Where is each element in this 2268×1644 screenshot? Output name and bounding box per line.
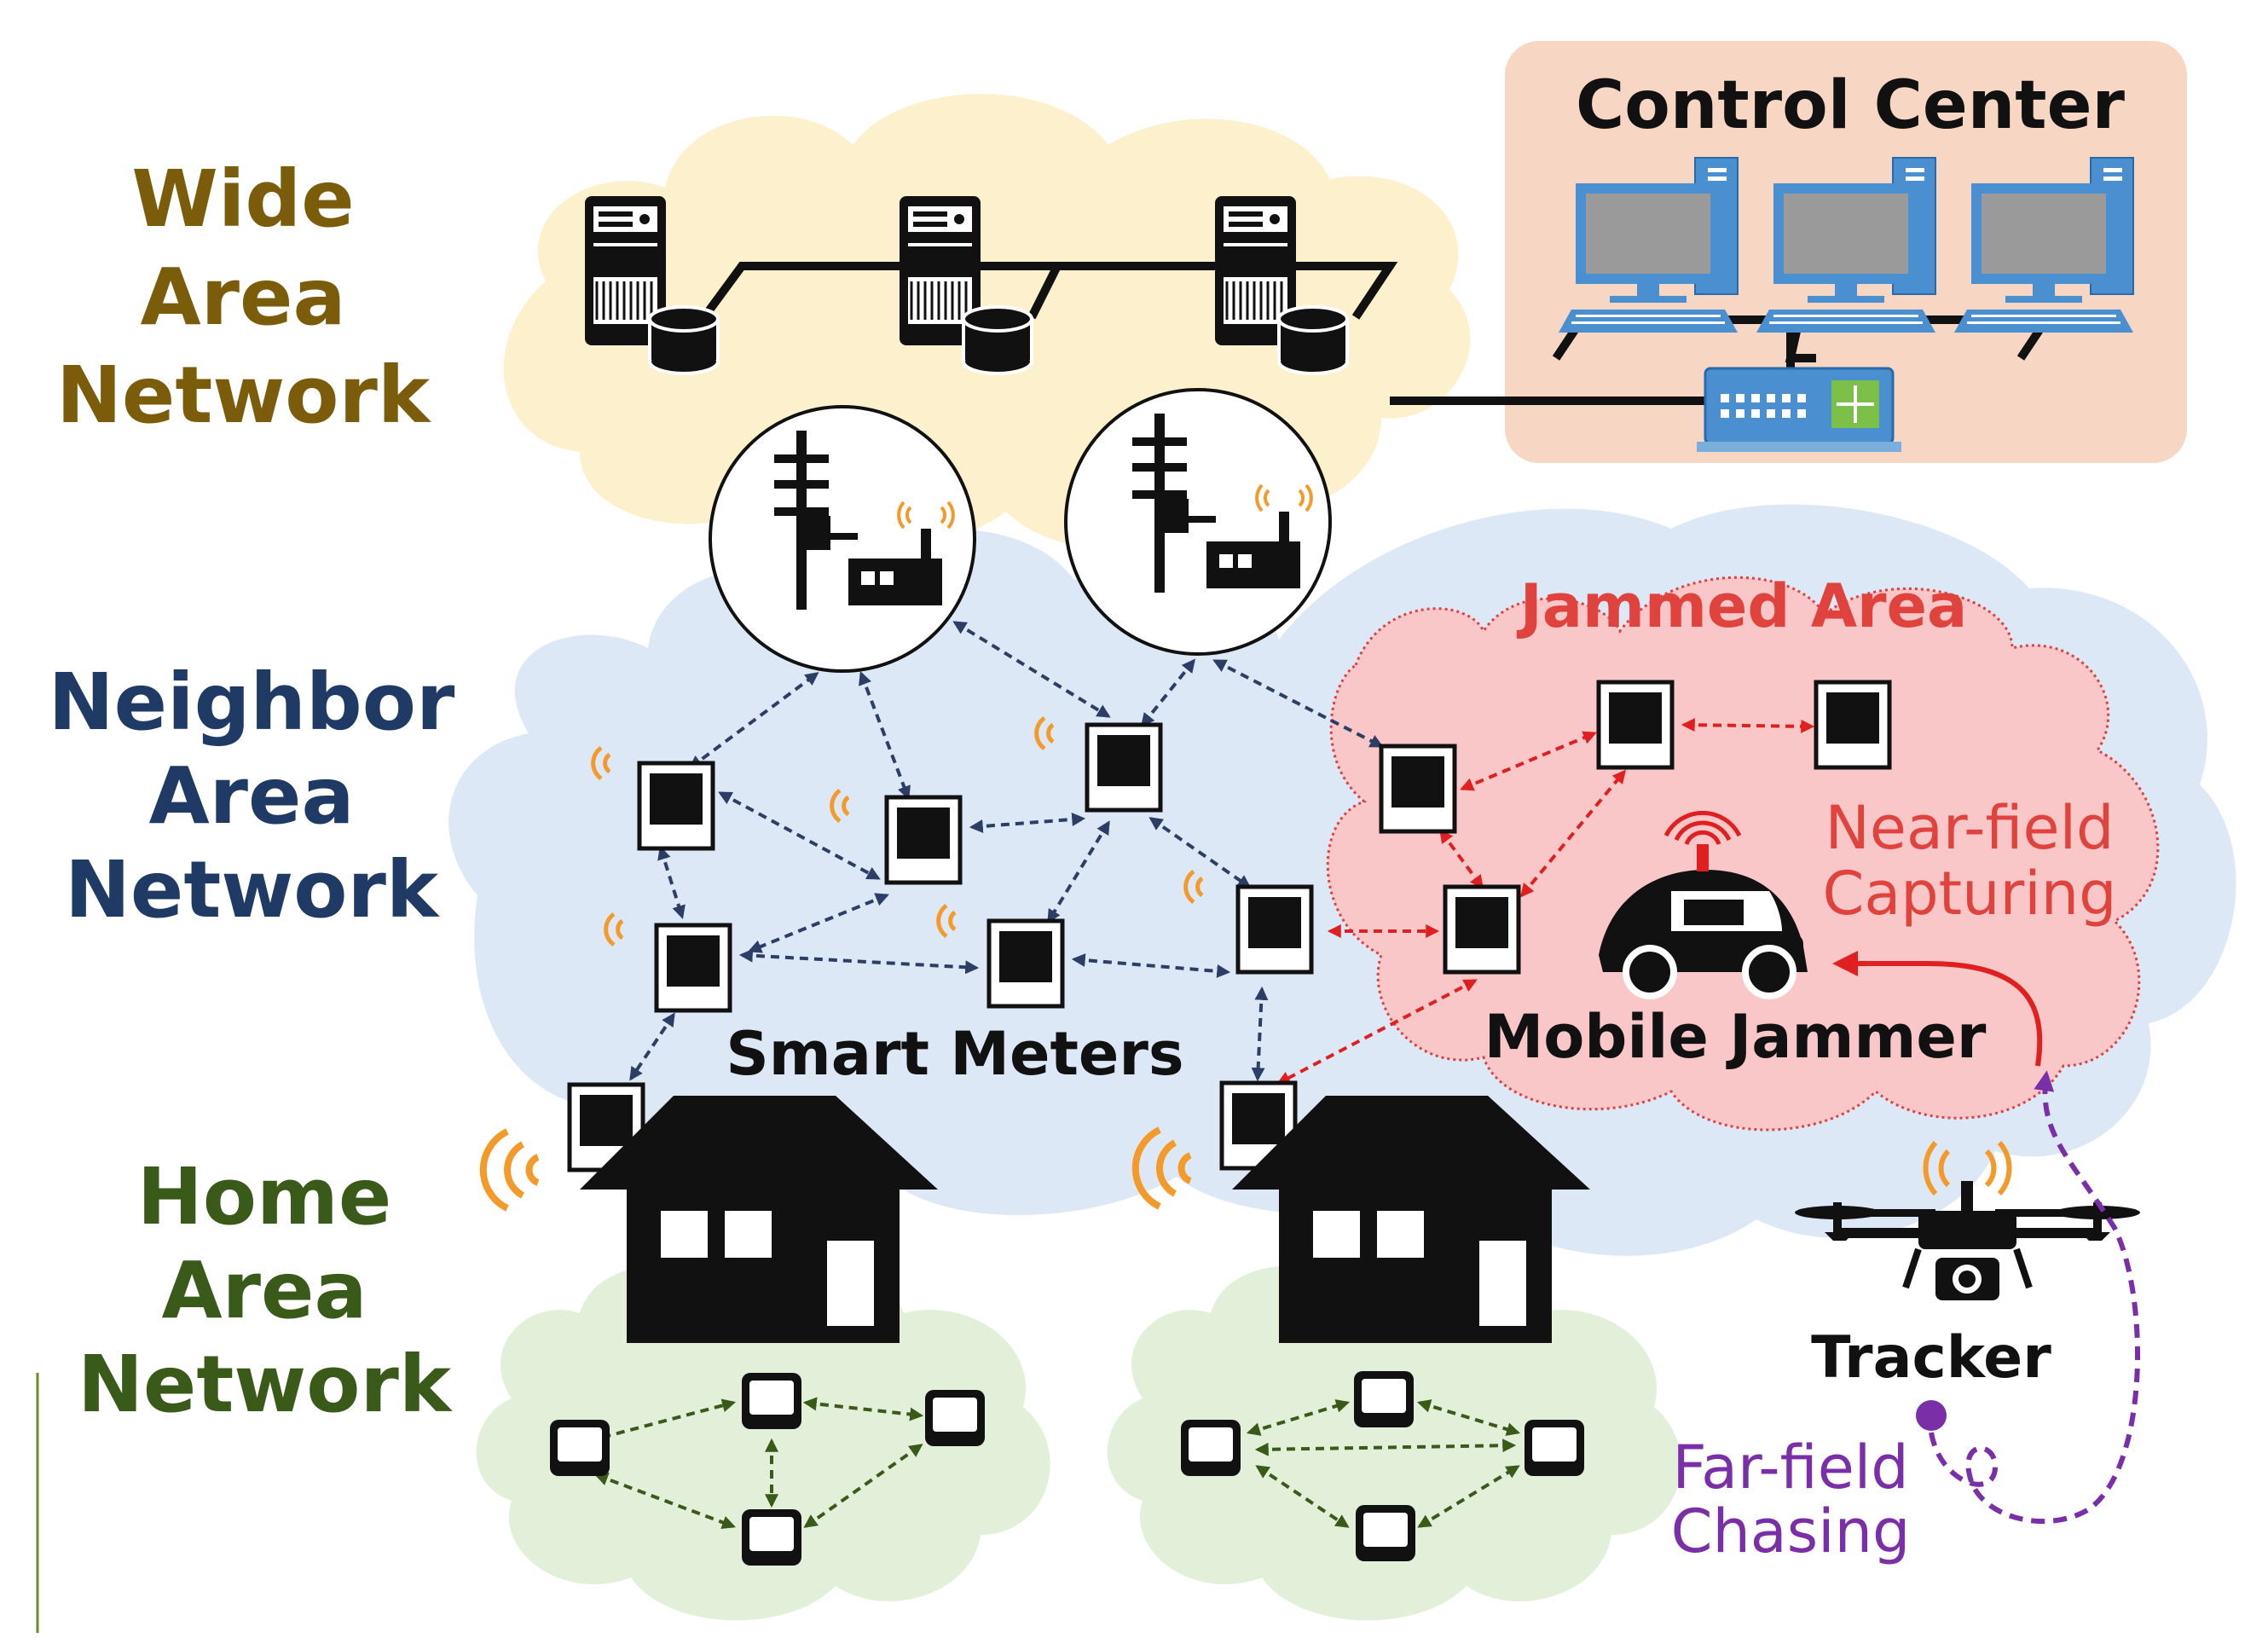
nan-label-line: Area	[148, 750, 354, 842]
han-label-line: Area	[161, 1245, 367, 1336]
tracker-label: Tracker	[1811, 1324, 2051, 1392]
database-icon	[1277, 305, 1349, 375]
wan-backbone	[695, 262, 2055, 405]
home-device-icon	[1354, 1371, 1414, 1427]
wan-label-line: Wide	[131, 153, 354, 245]
han-label-line: Home	[137, 1151, 391, 1242]
far-field-label-line: Chasing	[1671, 1496, 1911, 1566]
home-device-icon	[1181, 1420, 1241, 1476]
smart-meter-icon	[1238, 887, 1311, 972]
smart-meter-icon	[657, 925, 730, 1010]
smart-meters-label: Smart Meters	[726, 1019, 1183, 1089]
smart-meter-icon	[1087, 725, 1160, 810]
near-field-label-line: Near-field	[1825, 793, 2115, 863]
car-icon	[1599, 810, 1808, 999]
home-device-icon	[1356, 1505, 1415, 1561]
home-device-icon	[925, 1390, 985, 1446]
smart-meter-icon	[1816, 682, 1889, 767]
control-center-title: Control Center	[1576, 67, 2125, 144]
han-links	[585, 1397, 1521, 1529]
nan-label-line: Neighbor	[49, 657, 455, 748]
home-device-icon	[742, 1509, 801, 1566]
jammed-area-label: Jammed Area	[1517, 571, 1968, 641]
wan-label-line: Area	[140, 252, 345, 343]
far-field-label-line: Far-field	[1672, 1433, 1908, 1502]
database-icon	[962, 305, 1033, 375]
pole-node-left	[709, 405, 976, 673]
mobile-jammer-label: Mobile Jammer	[1484, 1002, 1987, 1072]
network-switch-icon	[1697, 367, 1901, 452]
smart-meter-icon	[989, 921, 1062, 1006]
home-device-icon	[1525, 1420, 1584, 1476]
smart-meter-icon	[1599, 682, 1672, 767]
han-cloud-left	[476, 1265, 1050, 1621]
smart-meter-icon	[639, 763, 713, 848]
far-field-path	[1916, 1070, 2140, 1524]
near-field-label-line: Capturing	[1822, 859, 2116, 929]
smart-meter-icon	[1445, 887, 1519, 972]
database-icon	[648, 305, 720, 375]
wan-label: Wide Area Network	[56, 153, 431, 441]
smart-meter-icon	[887, 797, 960, 883]
home-device-icon	[742, 1373, 801, 1429]
han-label: Home Area Network	[78, 1151, 453, 1430]
nan-label: Neighbor Area Network	[49, 657, 455, 935]
jammed-links	[1276, 718, 1815, 1085]
pole-node-right	[1064, 388, 1332, 656]
near-field-arrow	[1832, 951, 2043, 1067]
drone-icon	[1795, 1141, 2140, 1300]
home-device-icon	[550, 1420, 610, 1476]
han-label-line: Network	[78, 1339, 453, 1430]
wan-label-line: Network	[56, 350, 431, 441]
nan-links	[629, 621, 1384, 1082]
nan-label-line: Network	[65, 844, 440, 935]
smart-meter-icon	[1381, 746, 1455, 831]
signal-icon	[483, 1132, 538, 1208]
